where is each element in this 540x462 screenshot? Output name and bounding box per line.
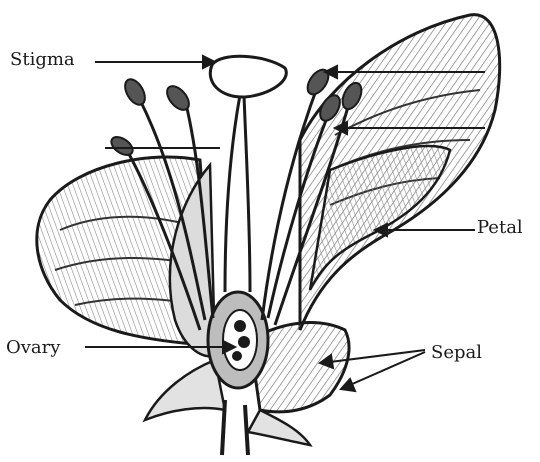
- stalk: [222, 400, 248, 455]
- label-petal: Petal: [477, 217, 523, 238]
- label-ovary: Ovary: [6, 337, 60, 358]
- stigma: [210, 56, 286, 97]
- label-sepal: Sepal: [431, 342, 482, 363]
- style: [225, 95, 250, 292]
- label-stigma: Stigma: [10, 49, 75, 70]
- anther: [108, 133, 136, 158]
- sepal-bottom: [248, 410, 310, 445]
- anther: [121, 76, 149, 108]
